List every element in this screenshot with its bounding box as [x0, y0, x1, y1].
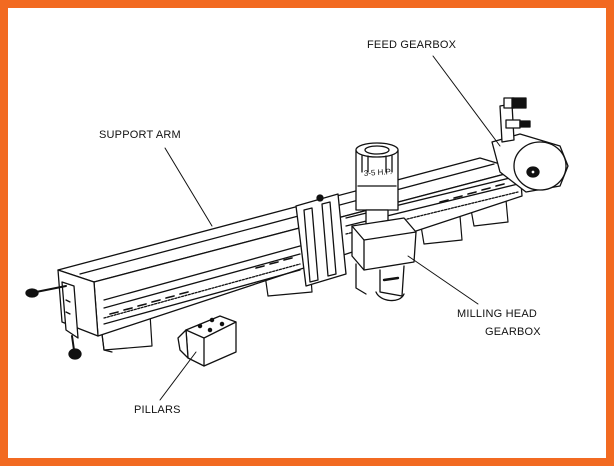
motor — [355, 142, 399, 227]
milling-head-label-line2: GEARBOX — [485, 326, 541, 338]
motor-rating-label: 3-5 H.P. — [364, 167, 393, 178]
milling-head-label-line1: MILLING HEAD — [457, 308, 538, 320]
feed-gearbox — [491, 97, 569, 193]
pillars-label: PILLARS — [134, 404, 181, 416]
support-arm-beam — [57, 157, 523, 337]
end-handwheel — [25, 281, 82, 360]
milling-head-gearbox — [351, 217, 417, 302]
support-arm-label: SUPPORT ARM — [99, 129, 181, 141]
leader-lines — [159, 55, 501, 401]
pillar — [177, 315, 237, 367]
carriage — [295, 193, 347, 287]
feed-gearbox-label: FEED GEARBOX — [367, 39, 457, 51]
